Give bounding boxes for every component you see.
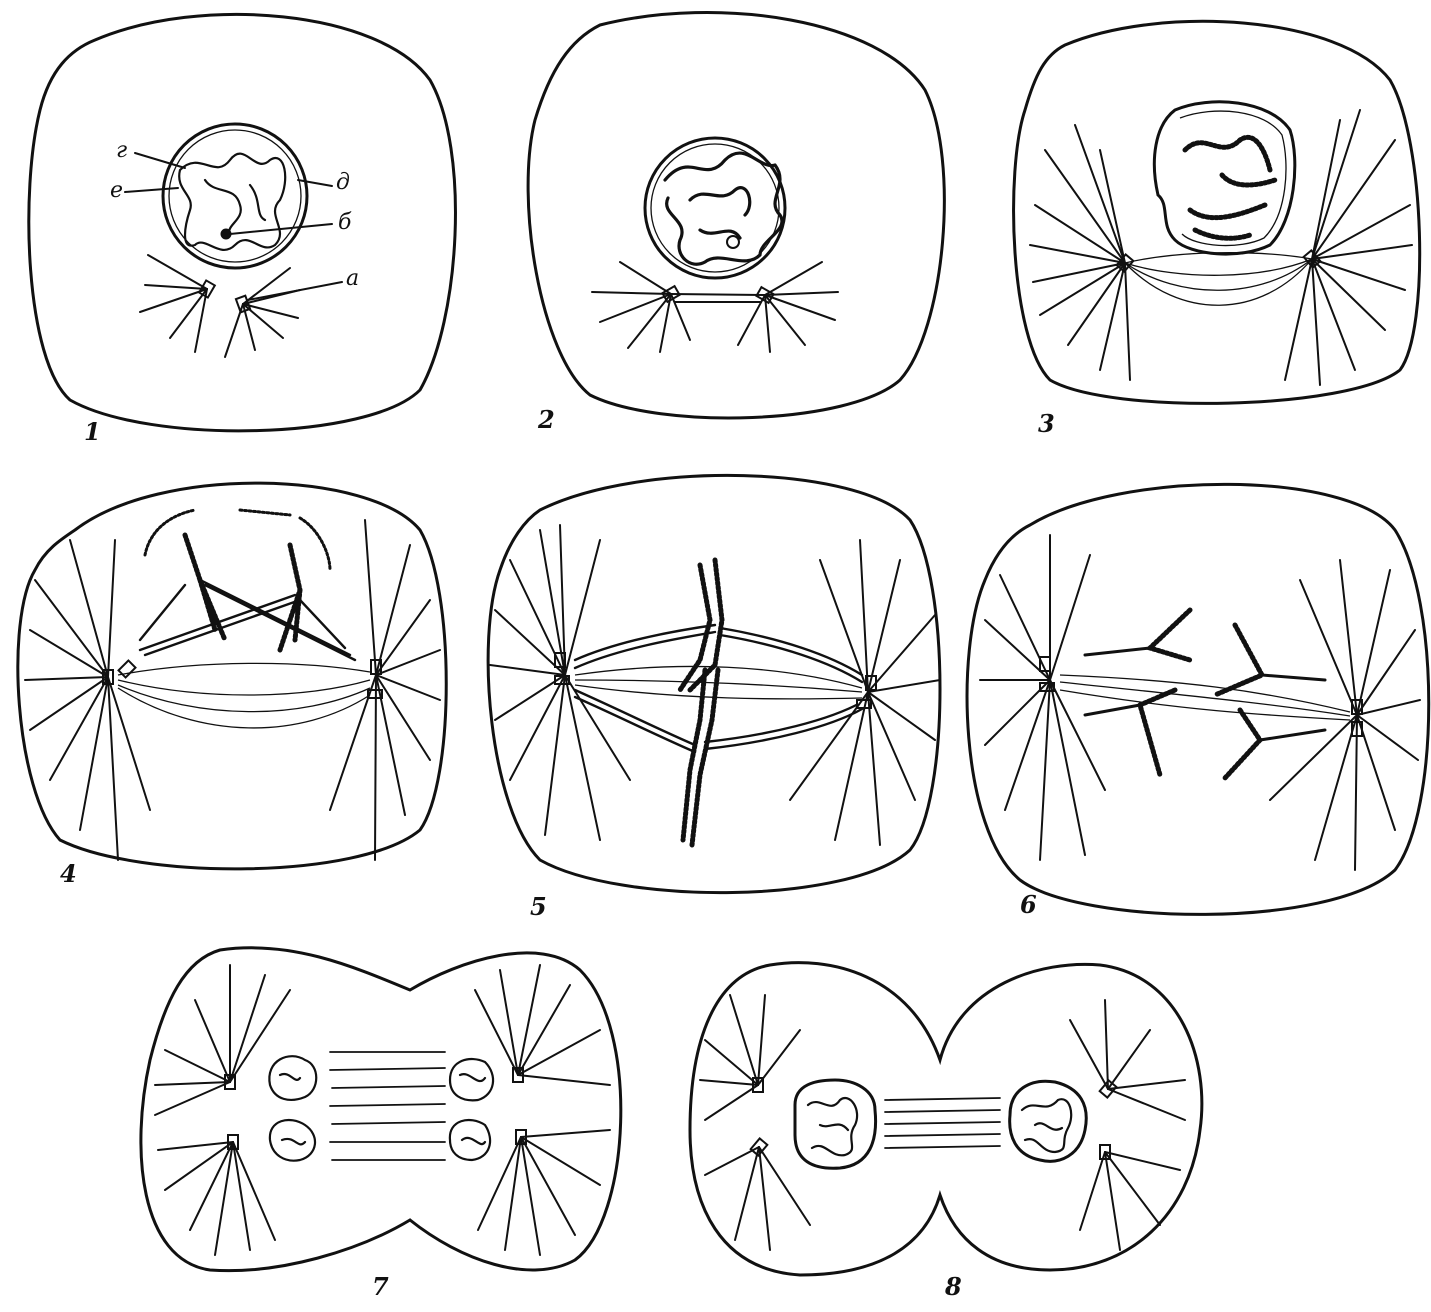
- stage-label-8: 8: [945, 1275, 962, 1299]
- stage-label-5: 5: [530, 895, 547, 919]
- cell-stage-1: [29, 14, 456, 430]
- cell-stage-5: [488, 475, 940, 892]
- annotation-g: г: [116, 140, 127, 162]
- pointer-lines: [125, 153, 342, 300]
- stage-label-7: 7: [372, 1275, 389, 1299]
- cell-stage-7: [141, 948, 621, 1271]
- annotation-e: е: [110, 180, 123, 202]
- stage-label-3: 3: [1038, 412, 1055, 436]
- cell-stage-3: [1014, 21, 1420, 403]
- cell-stage-8: [690, 963, 1202, 1275]
- stage-label-1: 1: [84, 420, 101, 444]
- cell-stage-4: [18, 483, 446, 869]
- stage-label-4: 4: [60, 862, 77, 886]
- cell-stage-2: [528, 13, 944, 418]
- stage-label-2: 2: [538, 408, 555, 432]
- annotation-d: д: [336, 172, 350, 194]
- cell-stage-6: [967, 484, 1429, 914]
- annotation-b: б: [338, 212, 351, 234]
- stage-label-6: 6: [1020, 893, 1037, 917]
- daughter-nucleus: [269, 1056, 493, 1160]
- centriole-pair: [103, 660, 382, 698]
- annotation-a: а: [346, 268, 359, 290]
